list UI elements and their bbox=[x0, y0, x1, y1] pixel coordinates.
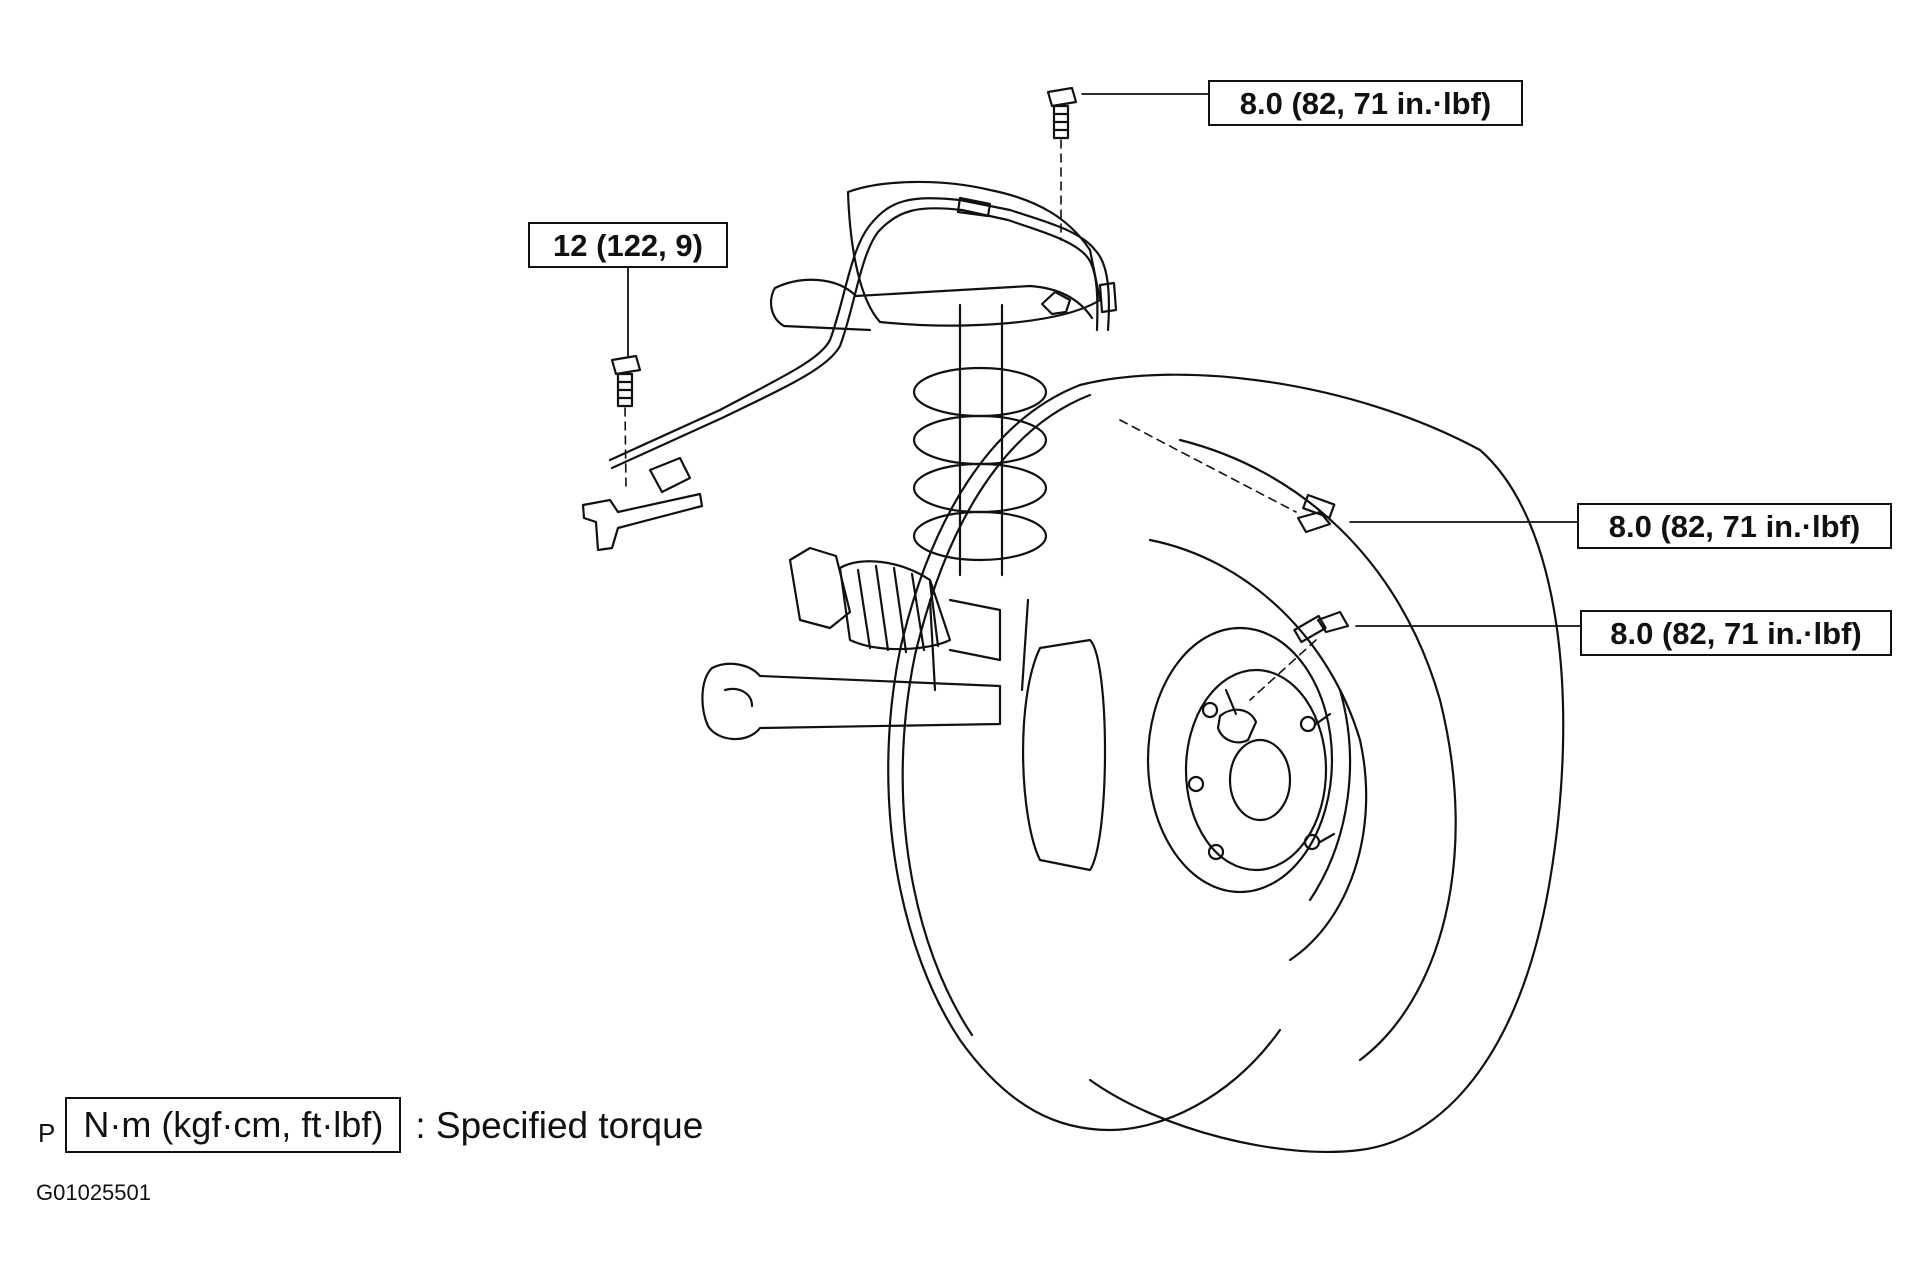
figure-id: G01025501 bbox=[36, 1180, 151, 1205]
dashed-guides bbox=[624, 139, 1317, 701]
torque-callout-bracket-bolt: 12 (122, 9) bbox=[528, 222, 728, 268]
bolt-icon bbox=[610, 354, 642, 408]
leader-lines bbox=[627, 93, 1581, 627]
legend-unit-box: N·m (kgf·cm, ft·lbf) bbox=[65, 1097, 402, 1153]
wheel-icon bbox=[887, 373, 1565, 1153]
upper-mount bbox=[769, 180, 1102, 332]
speed-sensor-icon bbox=[1216, 688, 1258, 744]
bolt-icon bbox=[1296, 493, 1336, 534]
coil-spring-icon bbox=[912, 303, 1048, 692]
bolt-icon bbox=[1293, 610, 1350, 644]
brake-line bbox=[608, 196, 1118, 470]
torque-callout-sensor-bolt: 8.0 (82, 71 in.·lbf) bbox=[1580, 610, 1892, 656]
sensor-bracket-icon bbox=[581, 456, 704, 552]
torque-callout-upper-bolt: 8.0 (82, 71 in.·lbf) bbox=[1208, 80, 1523, 126]
legend-marker: P bbox=[38, 1118, 56, 1148]
drive-shaft-boot bbox=[788, 546, 1002, 662]
hub-assembly bbox=[1021, 626, 1336, 894]
lower-arm bbox=[701, 662, 1002, 741]
torque-legend: P N·m (kgf·cm, ft·lbf) : Specified torqu… bbox=[38, 1097, 703, 1153]
bolt-icon bbox=[1046, 86, 1078, 140]
legend-description: : Specified torque bbox=[415, 1105, 704, 1146]
torque-callout-side-bolt: 8.0 (82, 71 in.·lbf) bbox=[1577, 503, 1892, 549]
